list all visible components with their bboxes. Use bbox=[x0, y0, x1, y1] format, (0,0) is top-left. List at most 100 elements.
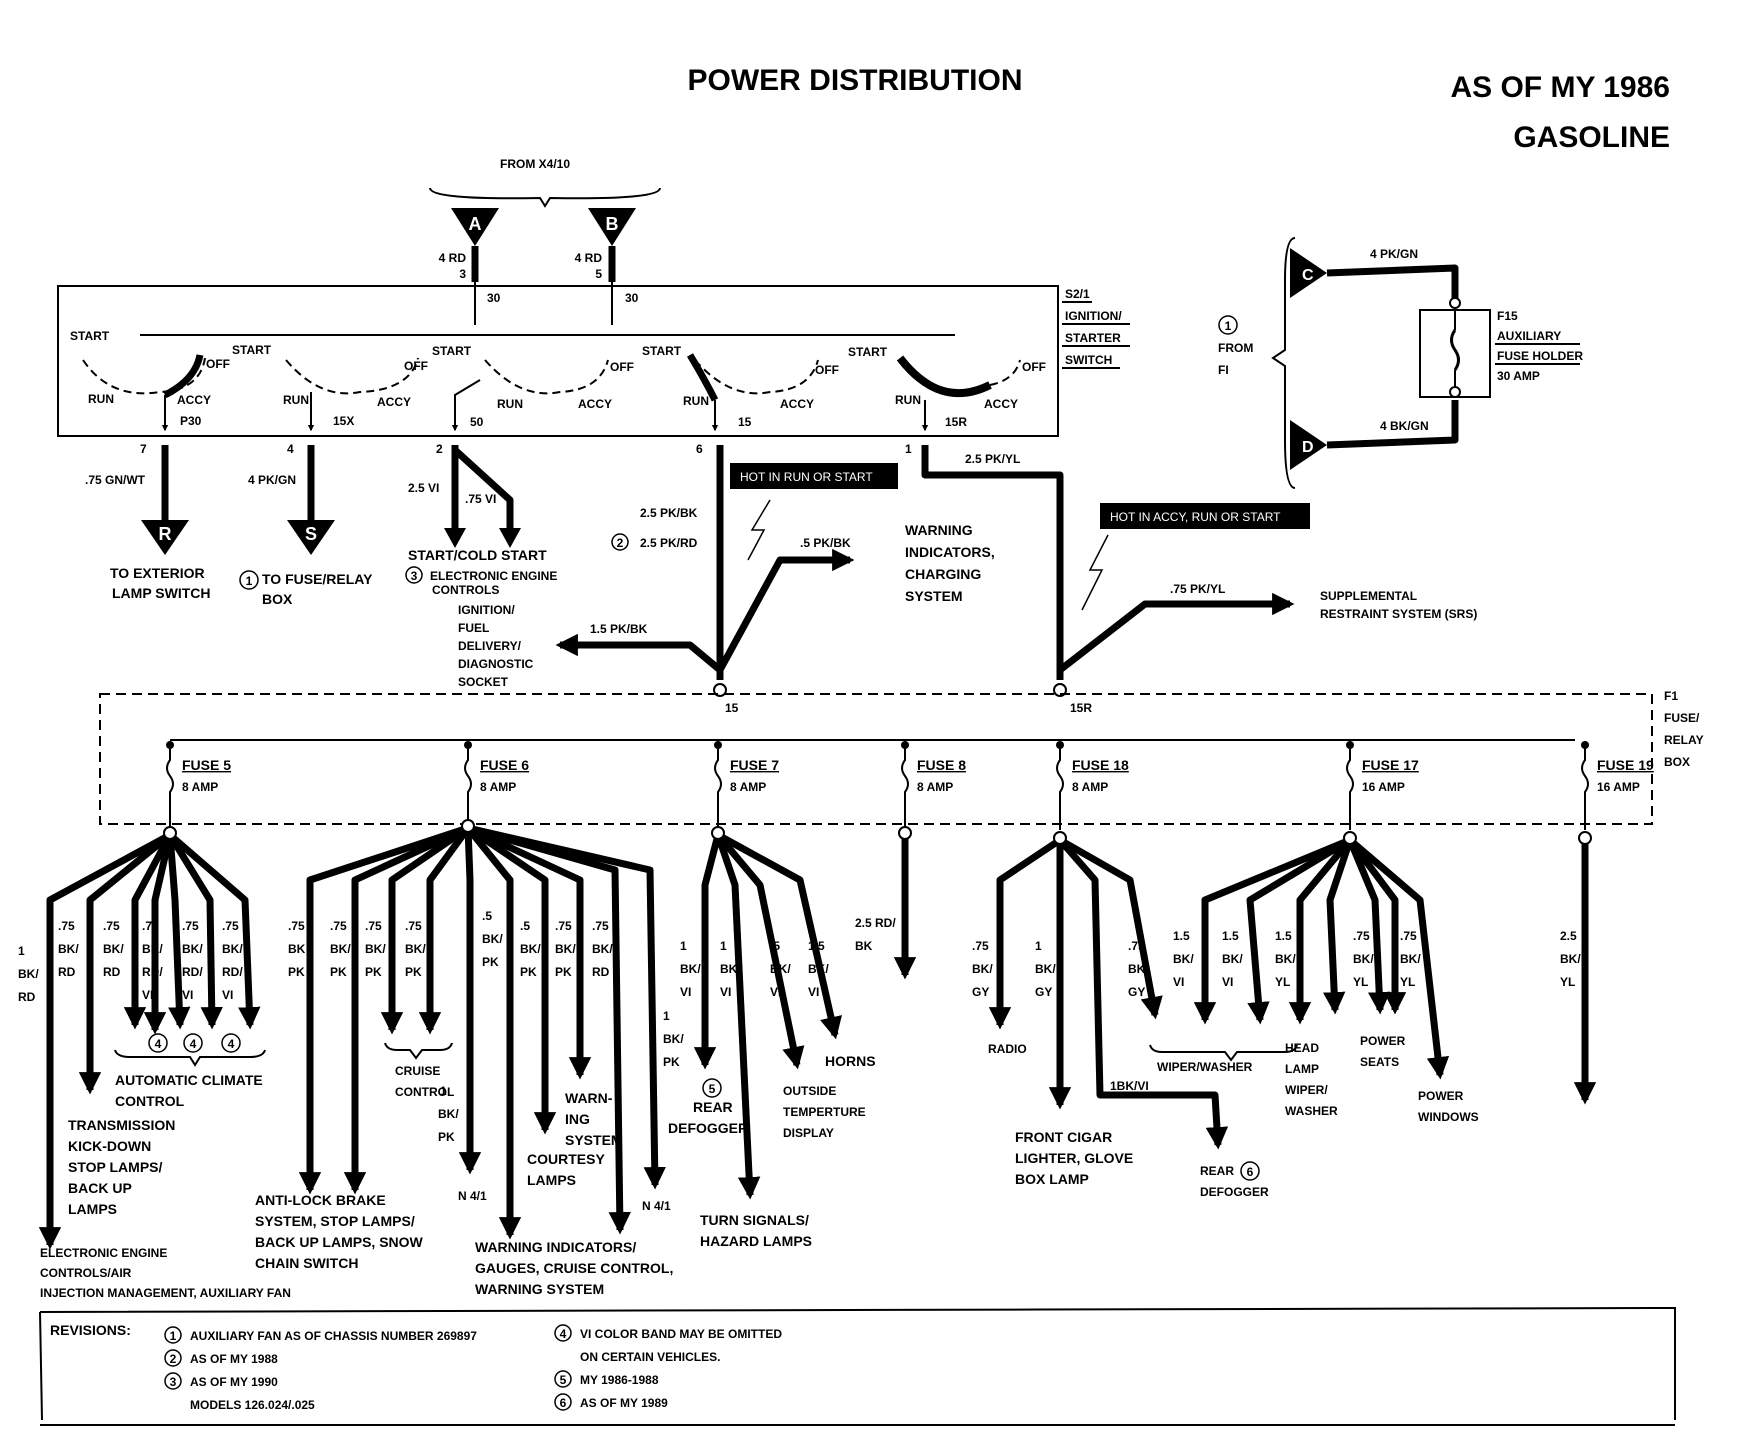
svg-text:.5: .5 bbox=[770, 939, 780, 953]
svg-text:REAR: REAR bbox=[1200, 1164, 1234, 1178]
svg-text:YL: YL bbox=[1400, 975, 1415, 989]
svg-text:4 BK/GN: 4 BK/GN bbox=[1380, 419, 1429, 433]
svg-text:SOCKET: SOCKET bbox=[458, 675, 509, 689]
fuse17-branches bbox=[1193, 831, 1450, 1080]
svg-text:VI: VI bbox=[1222, 975, 1233, 989]
svg-text:2: 2 bbox=[436, 442, 443, 456]
svg-text:6: 6 bbox=[1247, 1165, 1254, 1179]
svg-text:BK/: BK/ bbox=[482, 932, 503, 946]
svg-text:LAMP SWITCH: LAMP SWITCH bbox=[112, 585, 211, 601]
svg-text:STOP LAMPS/: STOP LAMPS/ bbox=[68, 1159, 163, 1175]
svg-text:VI: VI bbox=[182, 988, 193, 1002]
svg-text:N 4/1: N 4/1 bbox=[642, 1199, 671, 1213]
svg-text:BK/: BK/ bbox=[1035, 962, 1056, 976]
svg-text:.75: .75 bbox=[103, 919, 120, 933]
svg-text:GY: GY bbox=[972, 985, 989, 999]
svg-text:RD: RD bbox=[103, 965, 121, 979]
fuse5-branches bbox=[38, 826, 261, 1250]
fuse-amp: 8 AMP bbox=[917, 780, 953, 794]
svg-text:ACCY: ACCY bbox=[377, 395, 411, 409]
svg-text:15R: 15R bbox=[945, 415, 967, 429]
svg-text:GY: GY bbox=[1128, 985, 1145, 999]
output-wires: 7 .75 GN/WT R TO EXTERIOR LAMP SWITCH 4 … bbox=[85, 442, 912, 607]
svg-text:REVISIONS:: REVISIONS: bbox=[50, 1322, 131, 1338]
connector-b-shape bbox=[588, 208, 636, 246]
page-title: POWER DISTRIBUTION bbox=[688, 64, 1023, 97]
svg-text:LAMPS: LAMPS bbox=[68, 1201, 117, 1217]
svg-text:BK/: BK/ bbox=[680, 962, 701, 976]
svg-text:YL: YL bbox=[1275, 975, 1290, 989]
svg-text:ACCY: ACCY bbox=[578, 397, 612, 411]
svg-text:OUTSIDE: OUTSIDE bbox=[783, 1084, 836, 1098]
svg-text:ACCY: ACCY bbox=[780, 397, 814, 411]
from-bracket bbox=[429, 187, 661, 208]
svg-text:.75: .75 bbox=[288, 919, 305, 933]
svg-text:4: 4 bbox=[287, 442, 294, 456]
svg-text:SYSTEM: SYSTEM bbox=[905, 588, 963, 604]
svg-text:1.5 PK/BK: 1.5 PK/BK bbox=[590, 622, 648, 636]
svg-text:TO FUSE/RELAY: TO FUSE/RELAY bbox=[262, 571, 373, 587]
svg-text:.75: .75 bbox=[182, 919, 199, 933]
fuse7-wire-labels: 1BK/VI 1BK/VI .5BK/VI 1.5BK/VI 2.5 RD/BK bbox=[680, 916, 896, 999]
svg-text:.5 PK/BK: .5 PK/BK bbox=[800, 536, 851, 550]
svg-text:IGNITION/: IGNITION/ bbox=[458, 603, 515, 617]
svg-text:RUN: RUN bbox=[683, 394, 709, 408]
svg-text:SYSTEM, STOP LAMPS/: SYSTEM, STOP LAMPS/ bbox=[255, 1213, 415, 1229]
svg-text:WIPER/WASHER: WIPER/WASHER bbox=[1157, 1060, 1253, 1074]
svg-text:.75 PK/YL: .75 PK/YL bbox=[1170, 582, 1225, 596]
fuel-type: GASOLINE bbox=[1513, 121, 1670, 154]
svg-text:PK: PK bbox=[482, 955, 499, 969]
svg-text:CONTROL: CONTROL bbox=[395, 1085, 454, 1099]
svg-text:7: 7 bbox=[140, 442, 147, 456]
svg-text:RD/: RD/ bbox=[142, 965, 163, 979]
svg-text:VI: VI bbox=[222, 988, 233, 1002]
svg-text:.75: .75 bbox=[555, 919, 572, 933]
svg-text:BK/: BK/ bbox=[1560, 952, 1581, 966]
svg-text:PK: PK bbox=[438, 1130, 455, 1144]
svg-text:.75: .75 bbox=[330, 919, 347, 933]
svg-text:OFF: OFF bbox=[610, 360, 634, 374]
fuse-4: FUSE 188 AMP bbox=[1056, 741, 1129, 830]
svg-text:CHARGING: CHARGING bbox=[905, 566, 981, 582]
svg-text:PK: PK bbox=[330, 965, 347, 979]
svg-text:BK/: BK/ bbox=[58, 942, 79, 956]
svg-text:PK: PK bbox=[288, 965, 305, 979]
svg-text:HOT IN ACCY, RUN OR START: HOT IN ACCY, RUN OR START bbox=[1110, 510, 1281, 524]
wire-b-label: 4 RD bbox=[575, 251, 603, 265]
svg-text:PK: PK bbox=[365, 965, 382, 979]
svg-text:2.5 PK/YL: 2.5 PK/YL bbox=[965, 452, 1020, 466]
svg-text:BK/: BK/ bbox=[1400, 952, 1421, 966]
svg-text:BK/: BK/ bbox=[142, 942, 163, 956]
svg-text:CONTROLS/AIR: CONTROLS/AIR bbox=[40, 1266, 132, 1280]
fuse19-branch bbox=[1573, 831, 1597, 1105]
terminal-15-branch: HOT IN RUN OR START 2.5 PK/BK 2 2.5 PK/R… bbox=[458, 445, 995, 715]
fuse-2: FUSE 78 AMP bbox=[714, 741, 779, 830]
svg-text:PK: PK bbox=[520, 965, 537, 979]
svg-text:BK/: BK/ bbox=[720, 962, 741, 976]
svg-text:1: 1 bbox=[1225, 319, 1232, 333]
revision-text: MODELS 126.024/.025 bbox=[190, 1398, 315, 1412]
revision-text: AS OF MY 1989 bbox=[580, 1396, 668, 1410]
svg-text:BK/: BK/ bbox=[1173, 952, 1194, 966]
term-30-a: 30 bbox=[487, 291, 501, 305]
svg-text:BK/: BK/ bbox=[405, 942, 426, 956]
svg-text:.75 GN/WT: .75 GN/WT bbox=[85, 473, 146, 487]
svg-text:GAUGES, CRUISE CONTROL,: GAUGES, CRUISE CONTROL, bbox=[475, 1260, 673, 1276]
svg-text:BK/: BK/ bbox=[18, 967, 39, 981]
svg-text:OFF: OFF bbox=[1022, 360, 1046, 374]
svg-text:BK/: BK/ bbox=[222, 942, 243, 956]
revision-text: MY 1986-1988 bbox=[580, 1373, 659, 1387]
svg-text:S2/1: S2/1 bbox=[1065, 287, 1090, 301]
revision-text: VI COLOR BAND MAY BE OMITTED bbox=[580, 1327, 782, 1341]
svg-text:IGNITION/: IGNITION/ bbox=[1065, 309, 1122, 323]
svg-text:TEMPERTURE: TEMPERTURE bbox=[783, 1105, 866, 1119]
svg-text:15: 15 bbox=[725, 701, 739, 715]
svg-text:BK/: BK/ bbox=[663, 1032, 684, 1046]
term-30-b: 30 bbox=[625, 291, 639, 305]
svg-text:VI: VI bbox=[720, 985, 731, 999]
aux-fuse-holder: 1 FROM FI C D 4 PK/GN 4 BK/GN F15 AUXILI… bbox=[1218, 237, 1583, 489]
svg-text:SWITCH: SWITCH bbox=[1065, 353, 1112, 367]
svg-text:.5: .5 bbox=[482, 909, 492, 923]
